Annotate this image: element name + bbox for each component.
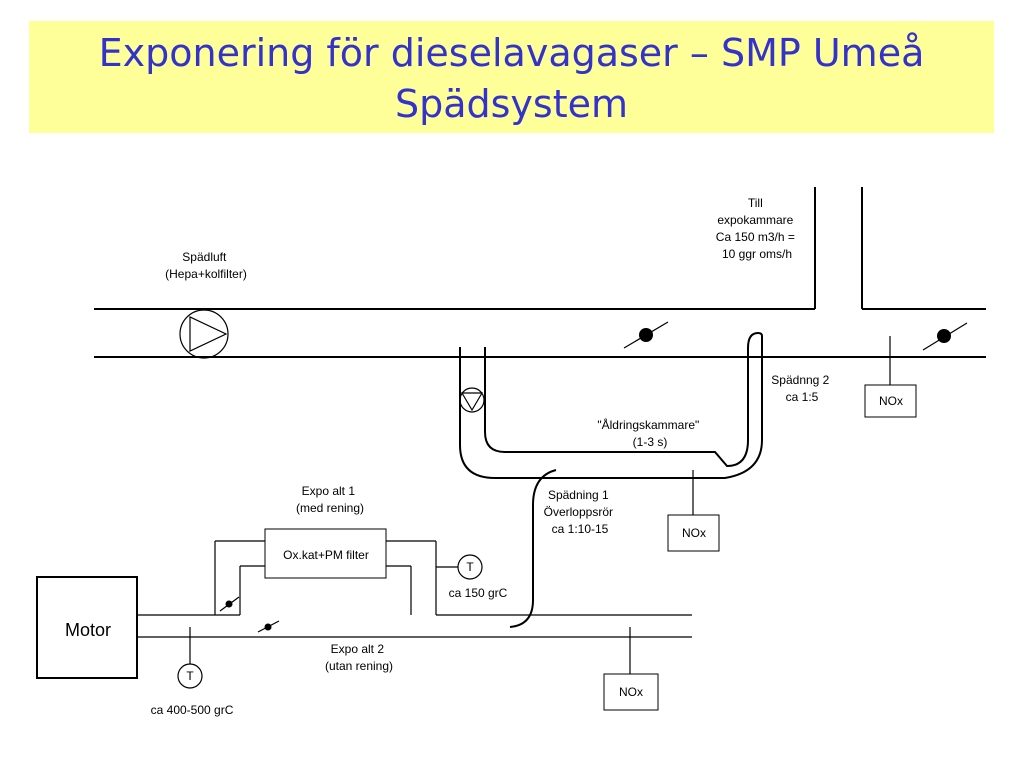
t-sensor-filter	[457, 554, 483, 580]
page-title: Exponering för dieselavagaser – SMP Umeå	[98, 31, 925, 75]
damper-alt2-icon	[257, 620, 280, 633]
label-spadluft: Spädluft (Hepa+kolfilter)	[165, 250, 247, 281]
filter-label: Ox.kat+PM filter	[283, 548, 369, 562]
label-expo-alt-1: Expo alt 1 (med rening)	[296, 484, 364, 515]
nox-label-exhaust: NOx	[619, 685, 643, 699]
damper-outlet-icon	[922, 322, 968, 351]
t-label-filter: T	[466, 560, 474, 574]
label-expo-alt-2: Expo alt 2 (utan rening)	[325, 642, 393, 673]
t-sensor-motor	[177, 663, 203, 689]
exhaust-pipes	[137, 540, 692, 638]
label-aldringskammare: "Åldringskammare" (1-3 s)	[597, 417, 702, 449]
overflow-pipe	[509, 469, 557, 628]
nox-label-main: NOx	[879, 394, 903, 408]
label-temp-filter: ca 150 grC	[449, 586, 508, 600]
nox-analyzer-exhaust	[603, 673, 659, 711]
damper-main-icon	[623, 321, 669, 349]
aging-fan-icon	[459, 387, 485, 413]
motor-label: Motor	[65, 620, 111, 640]
oxkat-pm-filter	[264, 528, 387, 579]
label-temp-motor: ca 400-500 grC	[151, 703, 234, 717]
main-duct	[94, 187, 986, 358]
nox-analyzer-aging	[667, 514, 720, 552]
title-banner: Exponering för dieselavagaser – SMP Umeå…	[29, 21, 994, 133]
nox-analyzer-main	[864, 384, 917, 418]
fan-icon	[179, 309, 229, 359]
label-spadning-1: Spädning 1 Överloppsrör ca 1:10-15	[544, 488, 617, 536]
label-spadning-2: Spädnng 2 ca 1:5	[771, 373, 832, 404]
damper-alt1-icon	[219, 596, 240, 612]
page-subtitle: Spädsystem	[394, 82, 629, 126]
motor-block	[36, 576, 138, 679]
label-till-expokammare: Till expokammare Ca 150 m3/h = 10 ggr om…	[716, 196, 798, 261]
nox-label-aging: NOx	[682, 526, 706, 540]
t-label-motor: T	[186, 669, 194, 683]
aging-chamber-pipe	[459, 332, 763, 479]
